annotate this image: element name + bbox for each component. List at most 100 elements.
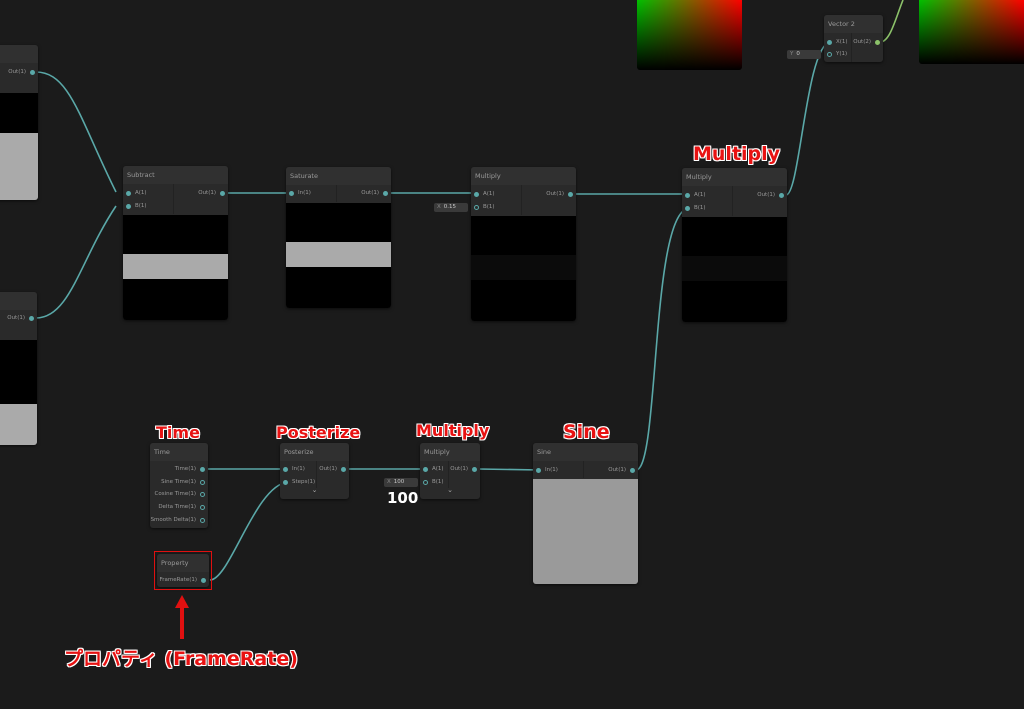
node-title: Multiply — [420, 443, 480, 461]
output-port[interactable]: Out(1) — [522, 188, 576, 200]
port-dot[interactable] — [283, 479, 288, 485]
input-port-in[interactable]: In(1) — [533, 464, 583, 476]
port-dot[interactable] — [201, 577, 206, 583]
input-port-b[interactable]: B(1) — [682, 202, 732, 214]
port-dot[interactable] — [200, 504, 205, 510]
input-port-b[interactable]: B(1) — [420, 476, 448, 488]
port-dot[interactable] — [200, 466, 205, 472]
port-dot[interactable] — [536, 467, 541, 473]
port-label: Out(1) — [7, 315, 25, 321]
port-dot[interactable] — [200, 479, 205, 485]
input-port-b[interactable]: B(1) — [471, 201, 521, 213]
output-port[interactable]: Out(1) — [316, 463, 349, 475]
output-port-sine-time[interactable]: Sine Time(1) — [150, 476, 208, 488]
output-port[interactable]: Out(1) — [448, 463, 480, 475]
input-port-a[interactable]: A(1) — [420, 463, 448, 475]
port-dot[interactable] — [126, 190, 131, 196]
input-port-a[interactable]: A(1) — [682, 189, 732, 201]
output-port-framerate[interactable]: FrameRate(1) — [157, 574, 209, 586]
port-dot[interactable] — [220, 190, 225, 196]
left-mid-node[interactable]: Out(1) — [0, 292, 37, 445]
port-dot[interactable] — [383, 190, 388, 196]
multiply-node-2[interactable]: Multiply A(1) B(1) Out(1) — [682, 168, 787, 322]
red-arrow-icon — [175, 595, 189, 639]
subtract-node[interactable]: Subtract A(1) B(1) Out(1) — [123, 166, 228, 320]
port-label: A(1) — [135, 190, 147, 196]
saturate-node[interactable]: Saturate In(1) Out(1) — [286, 167, 391, 308]
port-dot[interactable] — [423, 466, 428, 472]
output-port[interactable]: Out(1) — [733, 189, 787, 201]
output-port[interactable]: Out(1) — [337, 187, 391, 199]
port-dot[interactable] — [126, 203, 131, 209]
port-label: In(1) — [292, 466, 305, 472]
port-dot[interactable] — [685, 192, 690, 198]
input-port-in[interactable]: In(1) — [286, 187, 336, 199]
port-label: X(1) — [836, 39, 848, 45]
output-port[interactable]: Out(1) — [584, 464, 638, 476]
port-dot[interactable] — [875, 39, 880, 45]
port-dot[interactable] — [29, 315, 34, 321]
output-port[interactable]: Out(1) — [174, 187, 228, 199]
output-port[interactable]: Out(1) — [0, 312, 37, 324]
expand-chevron-icon[interactable]: ⌄ — [311, 486, 318, 494]
port-label: Out(1) — [757, 192, 775, 198]
multiply-node-1[interactable]: Multiply A(1) B(1) Out(1) — [471, 167, 576, 321]
port-label: Cosine Time(1) — [154, 491, 196, 497]
output-port-time[interactable]: Time(1) — [150, 463, 208, 475]
divider — [521, 185, 522, 215]
wire-multiply2-to-vector2 — [785, 41, 831, 196]
port-dot[interactable] — [630, 467, 635, 473]
output-port-delta-time[interactable]: Delta Time(1) — [150, 501, 208, 513]
port-label: Out(1) — [319, 466, 337, 472]
multiply-node-3[interactable]: Multiply A(1) B(1) Out(1) ⌄ — [420, 443, 480, 499]
property-node[interactable]: Property FrameRate(1) — [157, 554, 209, 587]
posterize-node[interactable]: Posterize In(1) Steps(1) Out(1) ⌄ — [280, 443, 349, 499]
input-port-steps[interactable]: Steps(1) — [280, 476, 316, 488]
node-preview — [471, 216, 576, 321]
output-port[interactable]: Out(2) — [851, 36, 883, 48]
port-dot[interactable] — [474, 204, 479, 210]
port-dot[interactable] — [341, 466, 346, 472]
port-dot[interactable] — [423, 479, 428, 485]
port-dot[interactable] — [200, 517, 205, 523]
input-port-y[interactable]: Y(1) — [824, 48, 851, 60]
port-dot[interactable] — [30, 69, 35, 75]
port-dot[interactable] — [779, 192, 784, 198]
input-port-in[interactable]: In(1) — [280, 463, 316, 475]
axis-label: X — [437, 204, 441, 210]
expand-chevron-icon[interactable]: ⌄ — [447, 486, 453, 494]
divider — [173, 184, 174, 214]
port-dot[interactable] — [283, 466, 288, 472]
port-label: In(1) — [298, 190, 311, 196]
output-port-smooth-delta[interactable]: Smooth Delta(1) — [150, 514, 208, 526]
port-dot[interactable] — [568, 191, 573, 197]
wire-lefttop-to-subtract — [35, 71, 117, 193]
input-port-x[interactable]: X(1) — [824, 36, 851, 48]
node-preview — [0, 340, 37, 445]
sine-node[interactable]: Sine In(1) Out(1) — [533, 443, 638, 584]
port-dot[interactable] — [472, 466, 477, 472]
annotation-multiply-mid: Multiply — [416, 421, 490, 440]
node-title: Multiply — [471, 167, 576, 185]
port-dot[interactable] — [200, 491, 205, 497]
annotation-multiply-top: Multiply — [693, 143, 781, 165]
input-port-b[interactable]: B(1) — [123, 200, 173, 212]
port-dot[interactable] — [474, 191, 479, 197]
port-dot[interactable] — [685, 205, 690, 211]
port-dot[interactable] — [827, 51, 832, 57]
vector2-node[interactable]: Vector 2 X(1) Y(1) Out(2) — [824, 15, 883, 62]
property-highlight-box — [154, 551, 212, 590]
time-node[interactable]: Time Time(1) Sine Time(1) Cosine Time(1)… — [150, 443, 208, 528]
port-dot[interactable] — [827, 39, 832, 45]
output-port[interactable]: Out(1) — [0, 66, 38, 78]
port-label: Out(1) — [198, 190, 216, 196]
input-port-a[interactable]: A(1) — [471, 188, 521, 200]
output-port-cosine-time[interactable]: Cosine Time(1) — [150, 488, 208, 500]
input-port-a[interactable]: A(1) — [123, 187, 173, 199]
node-title: Time — [150, 443, 208, 461]
left-top-node[interactable]: Out(1) — [0, 45, 38, 200]
port-dot[interactable] — [289, 190, 294, 196]
